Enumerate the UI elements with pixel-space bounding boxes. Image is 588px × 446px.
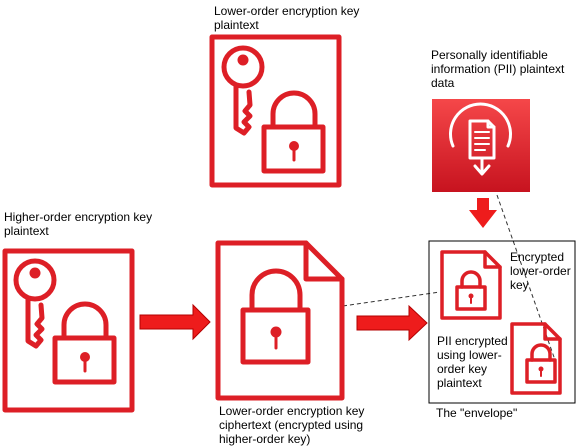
dashed-connector-cipher-to-envelope <box>342 291 441 307</box>
higher-order-key-plaintext-icon <box>2 248 135 413</box>
padlock-icon <box>240 268 311 365</box>
pii-plaintext-label: Personally identifiable information (PII… <box>431 48 565 90</box>
lower-order-key-ciphertext-icon <box>215 240 345 401</box>
key-icon <box>13 258 57 349</box>
padlock-icon <box>455 270 487 311</box>
envelope-box <box>428 240 576 404</box>
padlock-icon <box>52 301 117 385</box>
document-download-icon <box>449 102 512 176</box>
pii-encrypted-label: PII encrypted using lower-order key plai… <box>437 334 508 390</box>
arrow-right-icon <box>356 304 428 342</box>
padlock-icon <box>261 90 326 174</box>
padlock-icon <box>525 343 557 384</box>
lower-order-key-plaintext-label: Lower-order encryption key plaintext <box>214 4 360 32</box>
envelope-label: The "envelope" <box>436 406 518 420</box>
encrypted-lower-order-key-label: Encrypted lower-order key <box>510 250 571 292</box>
key-icon <box>221 45 265 136</box>
arrow-right-icon <box>139 303 211 341</box>
lower-order-key-ciphertext-label: Lower-order encryption key ciphertext (e… <box>219 404 365 446</box>
encrypted-lower-order-key-icon <box>440 250 502 320</box>
higher-order-key-plaintext-label: Higher-order encryption key plaintext <box>4 210 153 238</box>
lower-order-key-plaintext-icon <box>209 34 342 188</box>
arrow-down-icon <box>469 198 497 228</box>
dashed-connector-pii-to-envelope <box>496 194 556 361</box>
pii-plaintext-tile <box>432 99 530 192</box>
encrypted-pii-icon <box>510 322 562 395</box>
